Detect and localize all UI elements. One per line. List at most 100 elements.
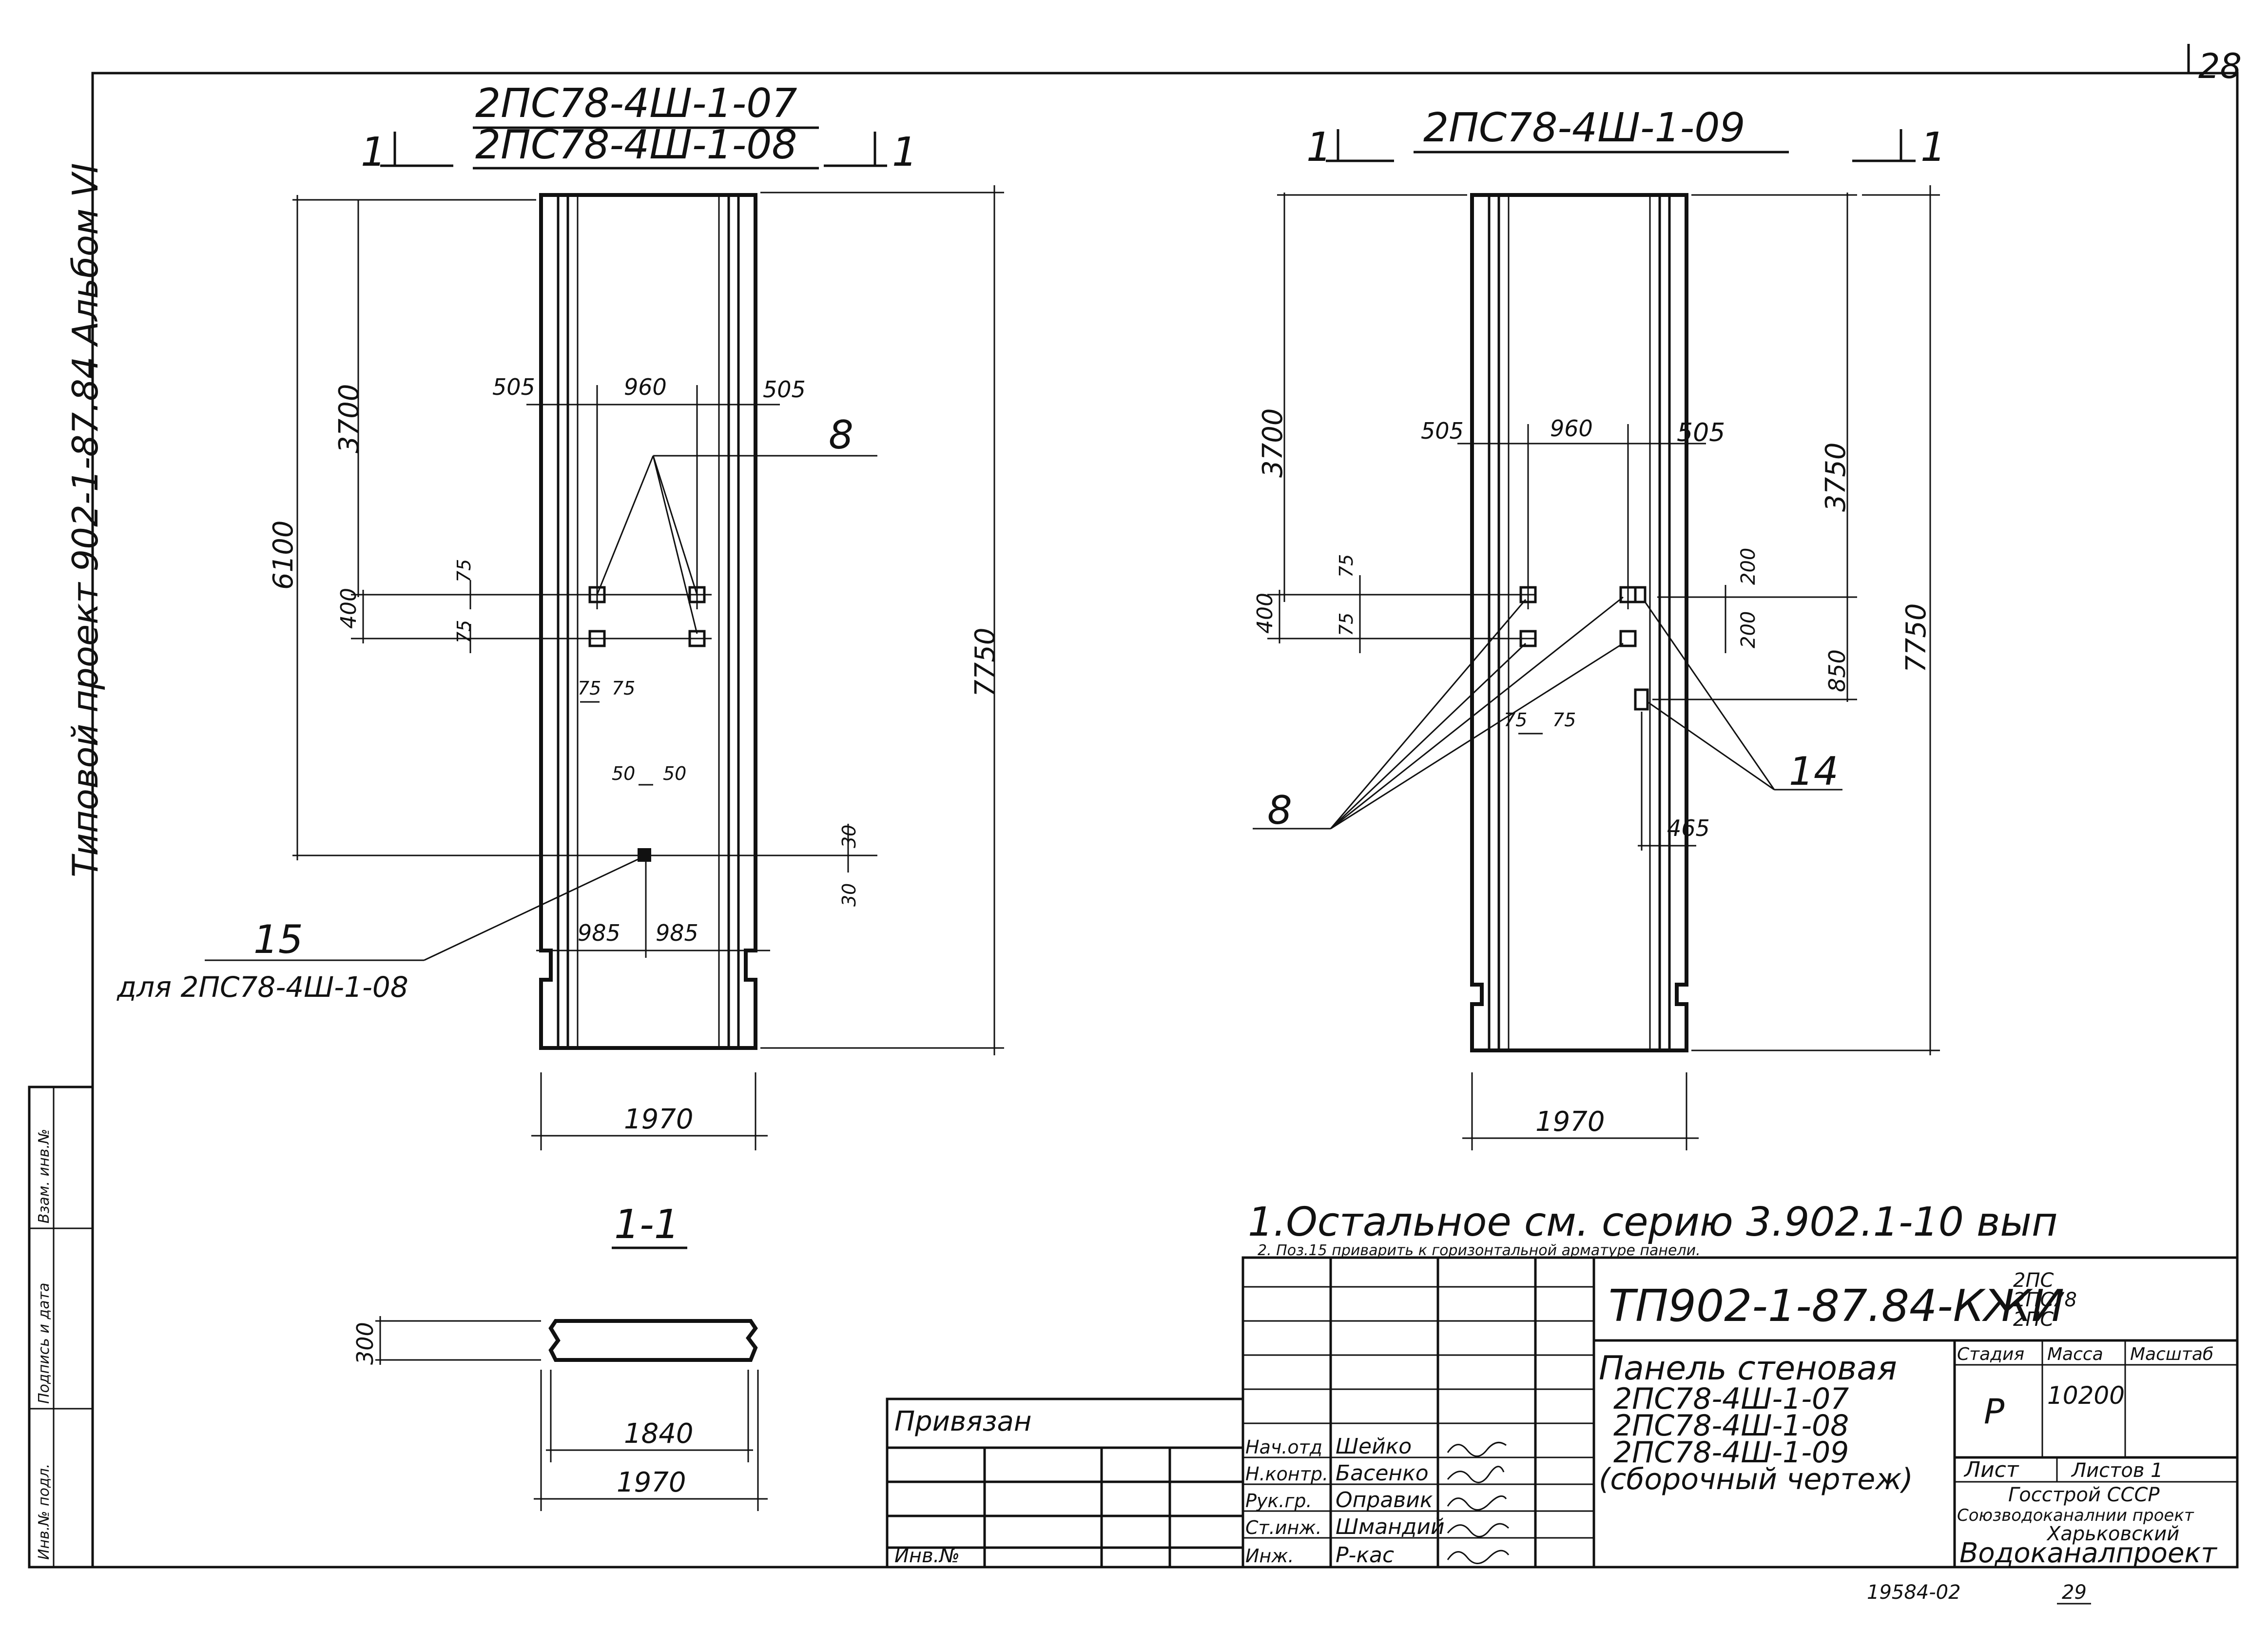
tb-name-5: (сборочный чертеж) (1599, 1462, 1913, 1496)
tb-mass-h: Масса (2047, 1344, 2103, 1364)
right-dim-h-3700: 3700 (1257, 408, 1289, 478)
left-callout-8-l3 (652, 455, 698, 634)
tb-code-sup4: 78 (2052, 1289, 2077, 1311)
left-callout-8-l2 (652, 455, 698, 595)
tb-code-sup2: 2ПС (2013, 1289, 2054, 1311)
left-dim-75c: 75 (578, 678, 601, 699)
signature-3 (1447, 1523, 1510, 1537)
section-1-1: 1-1 300 1840 1970 (352, 1202, 768, 1511)
tb-code-sup1: 2ПС (2013, 1269, 2054, 1292)
tb-org-4: Водоканалпроект (1959, 1537, 2217, 1569)
signature-1 (1447, 1466, 1505, 1483)
role-3: Ст.инж. (1245, 1517, 1322, 1538)
right-callout-14-l2 (1647, 701, 1775, 791)
left-dim-985r: 985 (656, 920, 698, 946)
left-callout-8-l1 (596, 455, 654, 595)
tb-sheet-h: Лист (1963, 1457, 2019, 1482)
left-dim-505l: 505 (492, 374, 535, 400)
left-dim-h-3700: 3700 (333, 384, 365, 453)
right-dim-h-3750: 3750 (1820, 442, 1852, 512)
left-title-top: 2ПС78-4Ш-1-07 (475, 80, 797, 127)
role-1: Н.контр. (1245, 1463, 1328, 1485)
right-title: 2ПС78-4Ш-1-09 (1423, 105, 1745, 151)
tb-org-3: Харьковский (2046, 1523, 2179, 1545)
right-section-mark-l: 1 (1306, 124, 1332, 171)
side-stamp-3: Взам. инв.№ (36, 1129, 53, 1223)
left-dim-30a: 30 (838, 825, 860, 848)
section-dim-w1840: 1840 (624, 1418, 694, 1450)
left-panel-outline (539, 193, 757, 1050)
right-dim-200a: 200 (1737, 548, 1760, 585)
role-2: Рук.гр. (1245, 1490, 1312, 1512)
signature-4 (1447, 1550, 1510, 1564)
tb-name-3: 2ПС78-4Ш-1-08 (1613, 1409, 1849, 1443)
left-dim-75d: 75 (612, 678, 635, 699)
left-section-mark-l: 1 (361, 129, 386, 175)
person-0: Шейко (1336, 1434, 1412, 1459)
role-0: Нач.отд (1245, 1436, 1322, 1458)
side-stamp-2: Подпись и дата (36, 1283, 53, 1404)
left-callout-15-l1 (424, 857, 641, 961)
role-4: Инж. (1245, 1545, 1294, 1567)
left-dim-75b: 75 (453, 620, 475, 643)
right-dim-h-400: 400 (1253, 593, 1278, 634)
left-title-bottom: 2ПС78-4Ш-1-08 (475, 122, 797, 168)
title-block: Привязан Инв.№ Нач.отд Н.контр. Рук.гр. … (886, 1256, 2239, 1569)
right-embed-4 (1619, 630, 1637, 647)
right-callout-14: 14 (1789, 749, 1839, 794)
person-3: Шмандий (1336, 1514, 1445, 1539)
right-callout-8-l2 (1330, 642, 1527, 830)
section-title: 1-1 (614, 1202, 679, 1248)
tb-sheets-h: Листов 1 (2071, 1459, 2163, 1482)
right-dim-465: 465 (1667, 815, 1710, 841)
right-callout-8: 8 (1267, 788, 1292, 833)
sheet-frame (91, 72, 2239, 1569)
tb-name-2: 2ПС78-4Ш-1-07 (1613, 1382, 1849, 1416)
tb-mass: 10200 (2047, 1381, 2125, 1410)
right-section-mark-r: 1 (1920, 124, 1946, 171)
left-dim-50b: 50 (663, 763, 686, 784)
right-dim-75b: 75 (1336, 613, 1357, 636)
inv-label: Инв.№ (894, 1545, 960, 1567)
left-dim-h-6100: 6100 (268, 520, 299, 590)
left-callout-15: 15 (253, 917, 303, 962)
tb-stage-h: Стадия (1957, 1344, 2024, 1364)
left-note-15: для 2ПС78-4Ш-1-08 (116, 970, 408, 1004)
person-4: Р-кас (1336, 1543, 1394, 1568)
side-title: Типовой проект 902-1-87.84 Альбом VI (65, 163, 106, 877)
left-dim-width-text: 1970 (624, 1104, 694, 1135)
signature-0 (1447, 1441, 1507, 1457)
right-callout-8-l1 (1330, 599, 1527, 829)
section-dim-w1970: 1970 (617, 1467, 686, 1498)
signature-2 (1447, 1495, 1507, 1511)
section-dim-h300: 300 (352, 1322, 378, 1365)
right-dim-75d: 75 (1552, 709, 1576, 731)
left-dim-h-total: 7750 (969, 627, 1001, 697)
right-dim-505r: 505 (1677, 418, 1725, 447)
sheet-number: 28 (2198, 46, 2242, 86)
footer-code: 19584-02 (1867, 1581, 1961, 1604)
left-dim-985l: 985 (578, 920, 620, 946)
note-line-1: 1.Остальное см. серию 3.902.1-10 вып (1248, 1199, 2058, 1245)
tb-name-1: Панель стеновая (1599, 1349, 1897, 1388)
side-stamp-1: Инв.№ подл. (36, 1464, 53, 1560)
right-dim-75a: 75 (1336, 554, 1357, 578)
privyazan-label: Привязан (894, 1406, 1031, 1437)
right-dim-960: 960 (1550, 415, 1593, 442)
footer-page: 29 (2062, 1581, 2087, 1604)
right-callout-14-l1 (1644, 601, 1775, 790)
right-callout-8-l4 (1330, 642, 1624, 830)
left-dim-505r: 505 (763, 376, 806, 403)
tb-org-2: Союзводоканалнии проект (1957, 1506, 2194, 1525)
tb-scale-h: Масштаб (2130, 1344, 2213, 1364)
right-dim-h-850: 850 (1824, 649, 1850, 692)
right-dim-width-text: 1970 (1535, 1106, 1605, 1138)
left-dim-30b: 30 (838, 883, 860, 907)
right-dim-505l: 505 (1421, 418, 1464, 444)
right-dim-h-7750: 7750 (1900, 603, 1932, 673)
tb-code-sup3: 2ПС (2013, 1308, 2054, 1331)
person-1: Басенко (1336, 1461, 1429, 1486)
left-dim-75a: 75 (453, 559, 475, 582)
